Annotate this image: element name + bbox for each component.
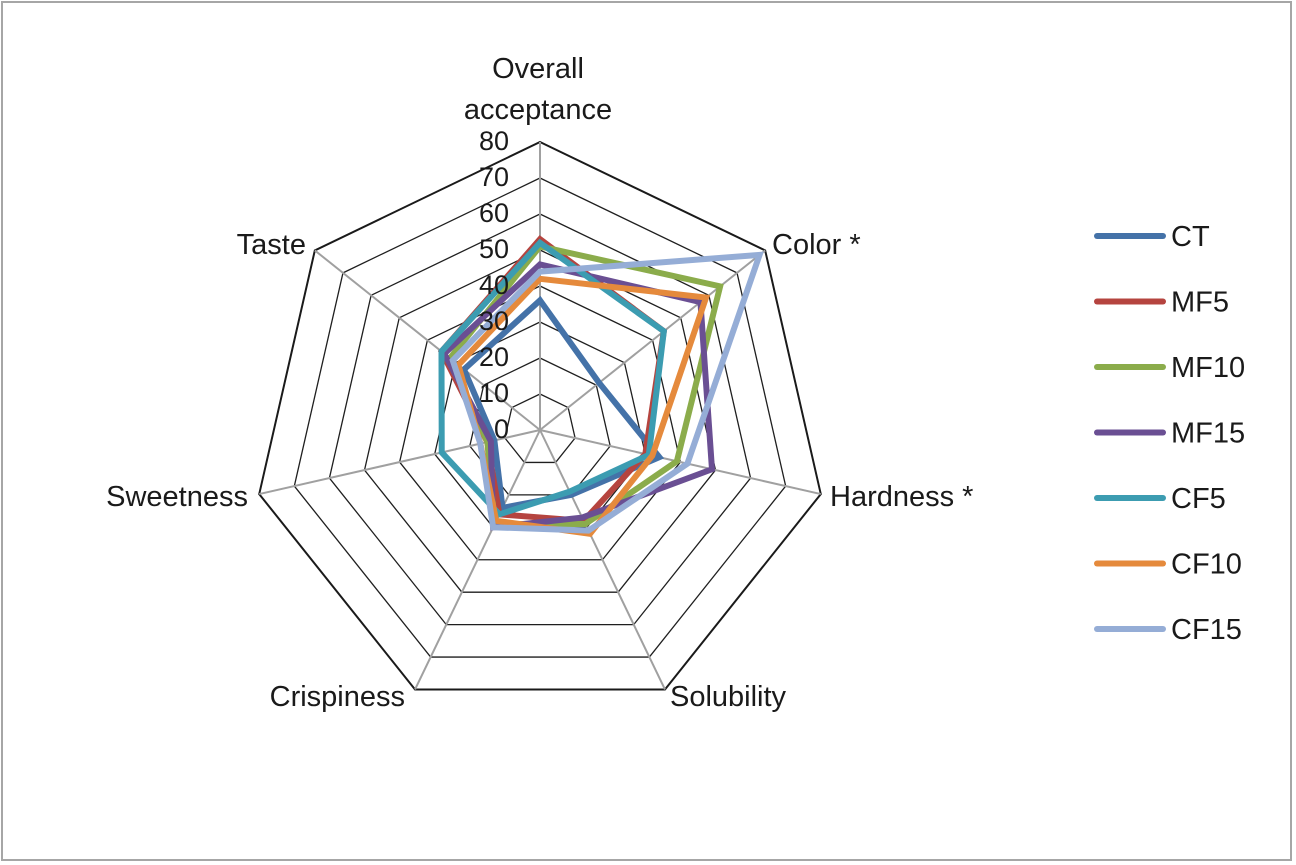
grid-ring-80 <box>258 140 822 691</box>
spoke-3 <box>539 429 666 690</box>
tick-label: 30 <box>479 306 509 336</box>
grid-ring-10 <box>504 393 576 464</box>
spoke-2 <box>539 429 822 496</box>
grid-ring-20 <box>469 357 611 496</box>
axis-label-4: Crispiness <box>270 681 405 713</box>
axis-label-0: Overall <box>492 53 584 85</box>
legend-label-ct: CT <box>1171 221 1210 253</box>
series-cf5 <box>438 238 668 518</box>
axis-label-1: Color * <box>772 229 861 261</box>
spoke-1 <box>539 249 766 431</box>
legend-label-mf10: MF10 <box>1171 352 1245 384</box>
radial-tick-labels: 0 10 20 30 40 50 60 70 80 <box>479 126 509 444</box>
tick-label: 60 <box>479 198 509 228</box>
axis-label-6: Taste <box>237 229 306 261</box>
spoke-4 <box>414 429 541 690</box>
legend-label-mf5: MF5 <box>1171 287 1229 319</box>
tick-label: 10 <box>479 378 509 408</box>
legend-label-cf15: CF15 <box>1171 614 1242 646</box>
series-layer <box>437 235 764 537</box>
grid-ring-50 <box>363 249 717 593</box>
axis-label-0: acceptance <box>464 94 612 126</box>
grid-ring-60 <box>328 213 752 626</box>
legend-label-mf15: MF15 <box>1171 418 1245 450</box>
spoke-6 <box>314 249 541 431</box>
tick-label: 0 <box>494 414 509 444</box>
grid-ring-70 <box>293 177 787 658</box>
series-cf15 <box>449 251 764 534</box>
axis-label-5: Sweetness <box>106 481 248 513</box>
tick-label: 20 <box>479 342 509 372</box>
tick-label: 50 <box>479 234 509 264</box>
radar-grid <box>258 140 822 691</box>
tick-label: 70 <box>479 162 509 192</box>
legend-label-cf10: CF10 <box>1171 549 1242 581</box>
series-mf15 <box>440 261 716 531</box>
axis-label-2: Hardness * <box>830 481 973 513</box>
tick-label: 80 <box>479 126 509 156</box>
tick-label: 40 <box>479 270 509 300</box>
legend-label-cf5: CF5 <box>1171 483 1226 515</box>
axis-label-3: Solubility <box>670 681 787 713</box>
